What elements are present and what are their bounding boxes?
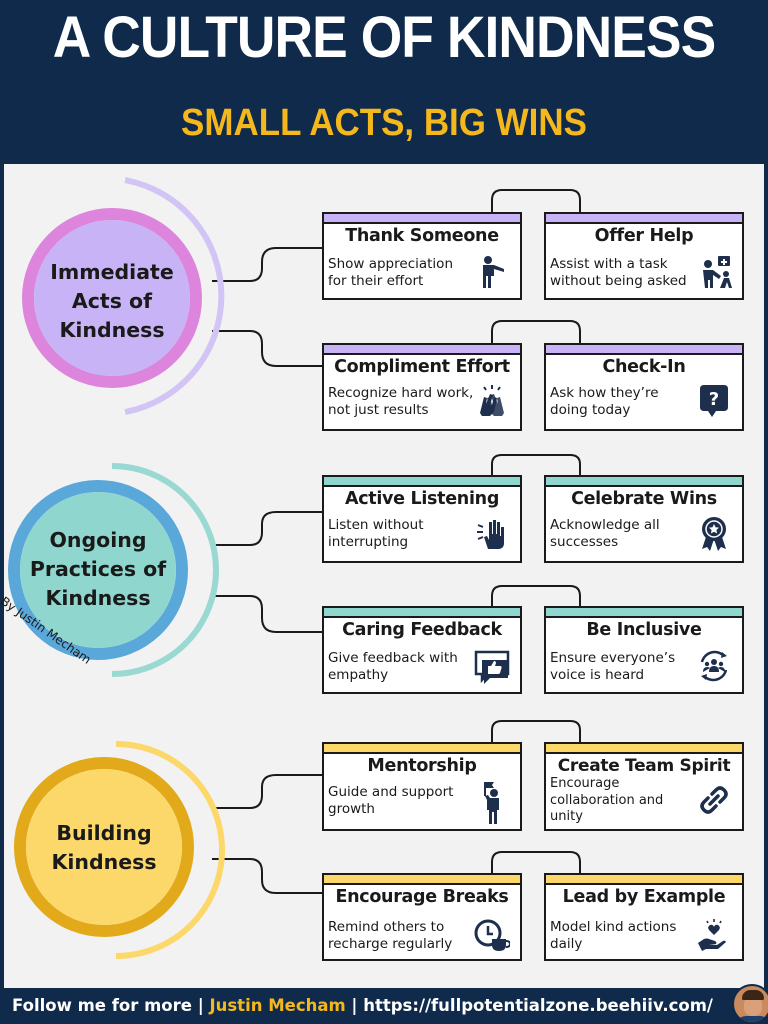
- connector-line: [212, 858, 322, 894]
- helping-person-icon: [703, 256, 732, 288]
- circle-ongoing: [8, 463, 219, 677]
- page-title: A CULTURE OF KINDNESS: [52, 5, 716, 70]
- card-be-inclusive: Be Inclusive Ensure everyone’s voice is …: [544, 606, 744, 694]
- connector-line: [491, 189, 581, 212]
- connector-line: [491, 585, 581, 606]
- connector-line: [491, 720, 581, 742]
- card-create-team-spirit: Create Team Spirit Encourage collaborati…: [544, 742, 744, 831]
- connector-line: [212, 774, 322, 809]
- award-ribbon-icon: [702, 517, 726, 551]
- person-pointing-icon: [483, 256, 504, 288]
- header: A CULTURE OF KINDNESS SMALL ACTS, BIG WI…: [0, 0, 768, 162]
- connector-line: [212, 511, 322, 546]
- card-compliment-effort: Compliment Effort Recognize hard work, n…: [322, 343, 522, 431]
- card-caring-feedback: Caring Feedback Give feedback with empat…: [322, 606, 522, 694]
- connector-line: [491, 320, 581, 343]
- mentor-flag-icon: [484, 782, 499, 824]
- connector-line: [491, 454, 581, 475]
- card-thank-someone: Thank Someone Show appreciation for thei…: [322, 212, 522, 300]
- avatar: [732, 984, 768, 1024]
- clock-cup-icon: [474, 919, 510, 951]
- footer-author-name: Justin Mecham: [209, 996, 346, 1015]
- card-encourage-breaks: Encourage Breaks Remind others to rechar…: [322, 873, 522, 961]
- card-check-in: Check-In Ask how they’re doing today ?: [544, 343, 744, 431]
- card-lead-by-example: Lead by Example Model kind actions daily: [544, 873, 744, 961]
- connector-line: [212, 330, 322, 367]
- footer-text: Follow me for more | Justin Mecham | htt…: [12, 996, 713, 1015]
- card-celebrate-wins: Celebrate Wins Acknowledge all successes: [544, 475, 744, 563]
- connector-line: [212, 595, 322, 633]
- card-mentorship: Mentorship Guide and support growth: [322, 742, 522, 831]
- chain-link-icon: [700, 786, 728, 814]
- question-bubble-icon: ?: [700, 385, 728, 417]
- high-five-icon: [480, 385, 504, 416]
- page-subtitle: SMALL ACTS, BIG WINS: [181, 102, 587, 144]
- thumbs-up-bubble-icon: [474, 650, 510, 684]
- svg-text:?: ?: [709, 389, 719, 410]
- connector-line: [491, 851, 581, 873]
- footer: Follow me for more | Justin Mecham | htt…: [0, 990, 768, 1024]
- circle-building: [14, 741, 225, 959]
- card-offer-help: Offer Help Assist with a task without be…: [544, 212, 744, 300]
- circle-immediate: [22, 177, 225, 415]
- heart-hand-icon: [698, 919, 726, 951]
- card-active-listening: Active Listening Listen without interrup…: [322, 475, 522, 563]
- footer-url[interactable]: | https://fullpotentialzone.beehiiv.com/: [345, 996, 713, 1015]
- listening-hand-icon: [477, 520, 504, 549]
- connector-line: [212, 247, 322, 282]
- group-cycle-icon: [700, 650, 728, 682]
